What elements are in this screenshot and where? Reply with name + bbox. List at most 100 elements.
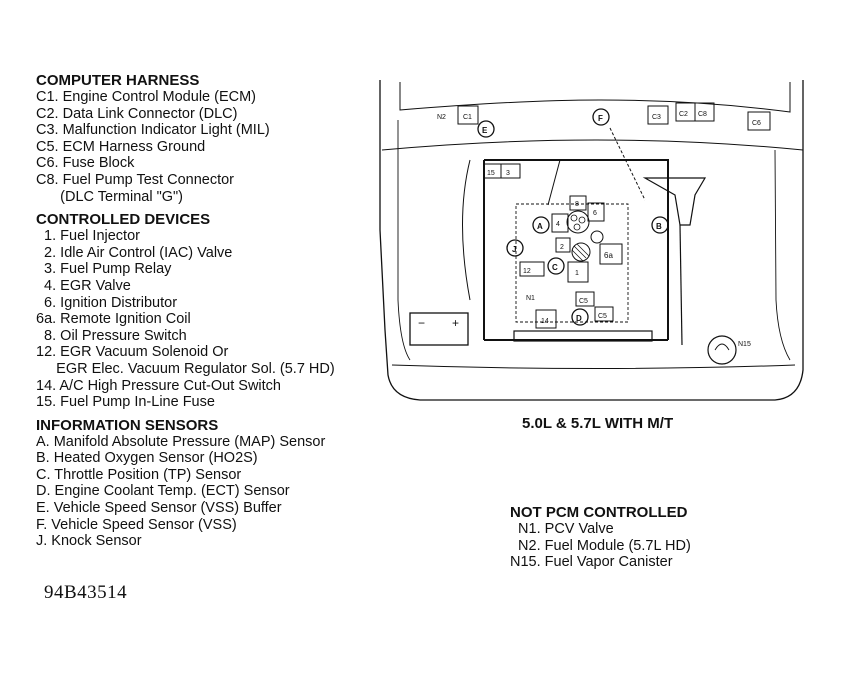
label-e: E bbox=[482, 126, 488, 135]
controlled-devices-list: 1. Fuel Injector 2. Idle Air Control (IA… bbox=[36, 228, 436, 411]
legend-item: N15. Fuel Vapor Canister bbox=[510, 554, 673, 571]
vapor-canister bbox=[707, 335, 737, 365]
sensor-d-marker bbox=[571, 308, 589, 326]
box-2 bbox=[555, 237, 571, 253]
battery-plus: + bbox=[452, 316, 459, 330]
box-8 bbox=[569, 195, 587, 211]
label-a: A bbox=[537, 222, 543, 231]
box-c5 bbox=[575, 291, 595, 307]
legend-item: EGR Elec. Vacuum Regulator Sol. (5.7 HD) bbox=[36, 360, 335, 377]
label-box3: 3 bbox=[506, 170, 510, 177]
label-n15: N15 bbox=[738, 341, 751, 348]
label-c1: C1 bbox=[463, 114, 472, 121]
sensor-c-marker bbox=[547, 257, 565, 275]
label-d: D bbox=[576, 314, 582, 323]
connector-c6 bbox=[747, 111, 771, 131]
box-1 bbox=[567, 261, 589, 283]
label-c3: C3 bbox=[652, 114, 661, 121]
label-box2: 2 bbox=[560, 244, 564, 251]
box-6 bbox=[587, 202, 605, 222]
legend-item: (DLC Terminal "G") bbox=[36, 188, 183, 205]
legend-item: 12. EGR Vacuum Solenoid Or bbox=[36, 344, 229, 361]
wire-loop-left bbox=[462, 159, 471, 301]
legend-item: C1. Engine Control Module (ECM) bbox=[36, 89, 257, 105]
engine-block bbox=[515, 203, 629, 323]
sensor-a-marker bbox=[532, 216, 550, 234]
diagram-caption: 5.0L & 5.7L WITH M/T bbox=[522, 415, 674, 432]
box-4 bbox=[551, 213, 569, 233]
oxygen-sensor bbox=[642, 177, 707, 226]
label-box12: 12 bbox=[523, 268, 531, 275]
hatched-valve bbox=[571, 242, 591, 262]
legend-item: 14. A/C High Pressure Cut-Out Switch bbox=[36, 377, 281, 394]
label-box14: 14 bbox=[541, 318, 549, 325]
computer-harness-list: C1. Engine Control Module (ECM) C2. Data… bbox=[36, 89, 436, 205]
label-box8: 8 bbox=[575, 201, 579, 208]
firewall-line bbox=[381, 139, 804, 151]
legend: COMPUTER HARNESS C1. Engine Control Modu… bbox=[36, 72, 436, 550]
legend-item: 3. Fuel Pump Relay bbox=[36, 261, 172, 278]
diagram-code: 94B43514 bbox=[44, 582, 128, 603]
legend-item: 6a. Remote Ignition Coil bbox=[36, 311, 191, 328]
box-6a bbox=[599, 243, 623, 265]
battery-minus: − bbox=[418, 316, 425, 330]
legend-item: B. Heated Oxygen Sensor (HO2S) bbox=[36, 450, 258, 467]
legend-item: 1. Fuel Injector bbox=[36, 228, 140, 245]
sensor-b-marker bbox=[651, 216, 669, 234]
injector-round bbox=[590, 230, 604, 244]
label-c8: C8 bbox=[698, 111, 707, 118]
not-pcm-title: NOT PCM CONTROLLED bbox=[510, 504, 688, 521]
label-c5b: C5 bbox=[598, 313, 607, 320]
label-box1: 1 bbox=[575, 270, 579, 277]
label-box6a: 6a bbox=[604, 251, 613, 260]
wire-to-distributor bbox=[547, 159, 561, 206]
harness-wire bbox=[483, 159, 669, 341]
radiator-bar bbox=[513, 330, 653, 342]
legend-item: 2. Idle Air Control (IAC) Valve bbox=[36, 244, 233, 261]
label-c5a: C5 bbox=[579, 298, 588, 305]
label-box6: 6 bbox=[593, 210, 597, 217]
legend-item: C2. Data Link Connector (DLC) bbox=[36, 105, 238, 122]
label-c: C bbox=[552, 263, 558, 272]
legend-item: 4. EGR Valve bbox=[36, 277, 131, 294]
connector-c3 bbox=[647, 105, 669, 125]
controlled-devices-title: CONTROLLED DEVICES bbox=[36, 211, 211, 229]
label-j: J bbox=[512, 245, 516, 254]
distributor bbox=[566, 210, 590, 234]
legend-item: C8. Fuel Pump Test Connector bbox=[36, 171, 234, 188]
legend-item: C. Throttle Position (TP) Sensor bbox=[36, 466, 242, 483]
legend-item: C5. ECM Harness Ground bbox=[36, 138, 206, 155]
legend-item: C6. Fuse Block bbox=[36, 155, 135, 172]
legend-item: D. Engine Coolant Temp. (ECT) Sensor bbox=[36, 483, 290, 500]
information-sensors-title: INFORMATION SENSORS bbox=[36, 416, 219, 434]
computer-harness-title: COMPUTER HARNESS bbox=[36, 72, 200, 89]
legend-item: N2. Fuel Module (5.7L HD) bbox=[510, 537, 691, 554]
legend-item: 8. Oil Pressure Switch bbox=[36, 327, 187, 344]
box-14 bbox=[535, 309, 557, 329]
legend-item: N1. PCV Valve bbox=[510, 521, 614, 537]
label-n2: N2 bbox=[437, 114, 446, 121]
sensor-j-marker bbox=[506, 239, 524, 257]
label-n1: N1 bbox=[526, 295, 535, 302]
label-box4: 4 bbox=[556, 221, 560, 228]
connector-n2-c1 bbox=[457, 105, 479, 125]
label-box15: 15 bbox=[487, 170, 495, 177]
legend-item: 15. Fuel Pump In-Line Fuse bbox=[36, 394, 215, 411]
label-b: B bbox=[656, 222, 662, 231]
legend-item: A. Manifold Absolute Pressure (MAP) Sens… bbox=[36, 433, 326, 450]
legend-item: F. Vehicle Speed Sensor (VSS) bbox=[36, 516, 237, 533]
not-pcm-controlled: NOT PCM CONTROLLED N1. PCV Valve N2. Fue… bbox=[510, 504, 830, 571]
left-fender-line bbox=[397, 120, 411, 361]
battery bbox=[409, 312, 469, 346]
legend-item: J. Knock Sensor bbox=[36, 533, 142, 550]
box-c5-b bbox=[594, 306, 614, 322]
legend-item: E. Vehicle Speed Sensor (VSS) Buffer bbox=[36, 500, 282, 517]
label-f: F bbox=[598, 114, 603, 123]
information-sensors-list: A. Manifold Absolute Pressure (MAP) Sens… bbox=[36, 434, 436, 550]
box-15-3 bbox=[483, 163, 521, 179]
right-fender-line bbox=[774, 149, 791, 361]
legend-item: 6. Ignition Distributor bbox=[36, 294, 178, 311]
label-c6: C6 bbox=[752, 120, 761, 127]
box-12 bbox=[519, 261, 545, 277]
